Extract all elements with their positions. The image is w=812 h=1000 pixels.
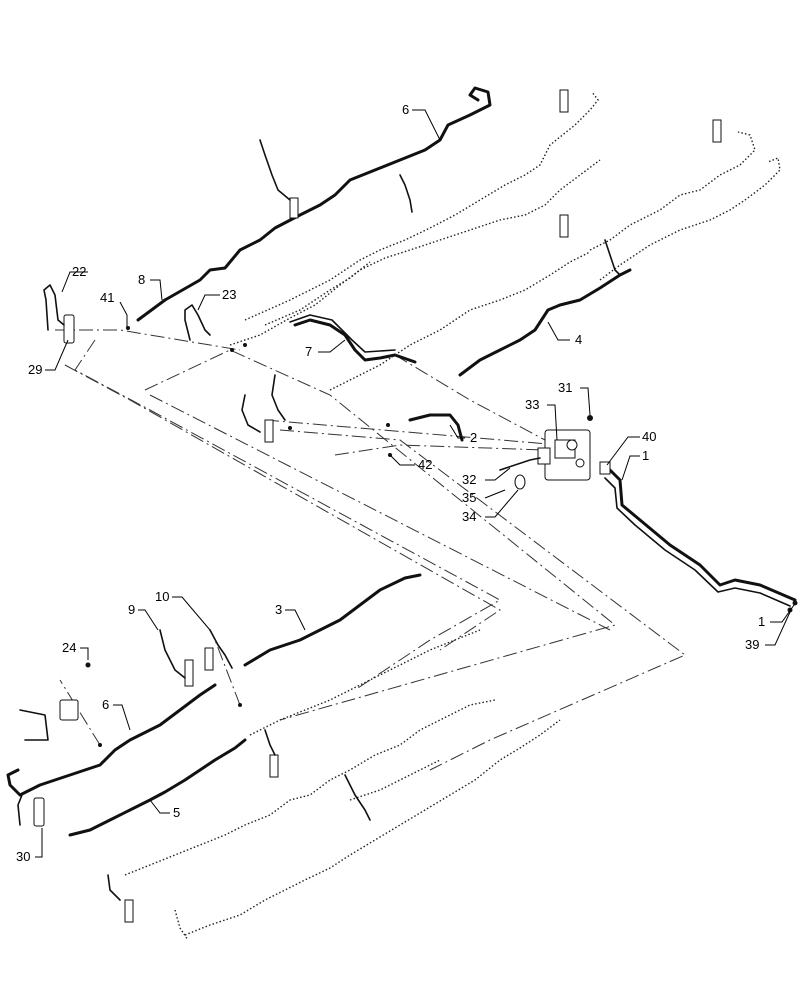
callout-42: 42	[418, 457, 432, 472]
callout-32: 32	[462, 472, 476, 487]
cylinder-top-mid	[559, 89, 722, 238]
leader-lines	[35, 109, 795, 858]
hose-7	[293, 318, 417, 364]
component-23	[184, 304, 211, 341]
bracket-24	[19, 662, 91, 741]
callout-40: 40	[642, 429, 656, 444]
callout-30: 30	[16, 849, 30, 864]
hose-2	[408, 413, 464, 442]
cylinder-lower-mid	[264, 729, 371, 821]
fitting-32	[499, 457, 541, 471]
cylinder-lower-left	[107, 874, 134, 923]
callout-22: 22	[72, 264, 86, 279]
callout-34: 34	[462, 509, 476, 524]
component-29	[43, 284, 75, 344]
callout-10: 10	[155, 589, 169, 604]
callout-23: 23	[222, 287, 236, 302]
hose-6-lower	[18, 683, 217, 797]
callout-1-bottom: 1	[758, 614, 765, 629]
fitting-40	[599, 461, 611, 475]
callout-5: 5	[173, 805, 180, 820]
cylinder-lower-9-10	[159, 629, 233, 687]
callout-6-upper: 6	[402, 102, 409, 117]
callout-35: 35	[462, 490, 476, 505]
hose-3	[243, 573, 422, 667]
fitting-34	[514, 474, 526, 490]
hose-1	[608, 468, 797, 602]
valve-block-33	[537, 429, 591, 481]
callout-41: 41	[100, 290, 114, 305]
component-30	[17, 794, 45, 827]
components	[17, 89, 798, 923]
hose-5	[68, 738, 247, 837]
cylinder-top-left	[259, 139, 299, 219]
callout-4: 4	[575, 332, 582, 347]
callout-29: 29	[28, 362, 42, 377]
hose-6-upper	[163, 86, 492, 302]
callout-2: 2	[470, 430, 477, 445]
center-lines	[55, 329, 686, 771]
upper-hoses	[136, 86, 797, 607]
callout-33: 33	[525, 397, 539, 412]
fitting-31	[587, 415, 593, 421]
callout-39: 39	[745, 637, 759, 652]
callout-6-lower: 6	[102, 697, 109, 712]
hose-4	[458, 268, 632, 377]
callout-labels: 6 22 8 41 23 29 7 4 31 33 2 42 40 1 32 3…	[16, 102, 765, 864]
upper-dotted-lines	[229, 91, 781, 391]
callout-3: 3	[275, 602, 282, 617]
callout-9: 9	[128, 602, 135, 617]
cylinder-mid-left	[241, 374, 286, 443]
lower-hoses	[6, 573, 422, 837]
callout-24: 24	[62, 640, 76, 655]
callout-1-top: 1	[642, 448, 649, 463]
hose-8	[136, 298, 167, 322]
lower-dotted-lines	[124, 629, 561, 941]
callout-8: 8	[138, 272, 145, 287]
callout-31: 31	[558, 380, 572, 395]
callout-7: 7	[305, 344, 312, 359]
